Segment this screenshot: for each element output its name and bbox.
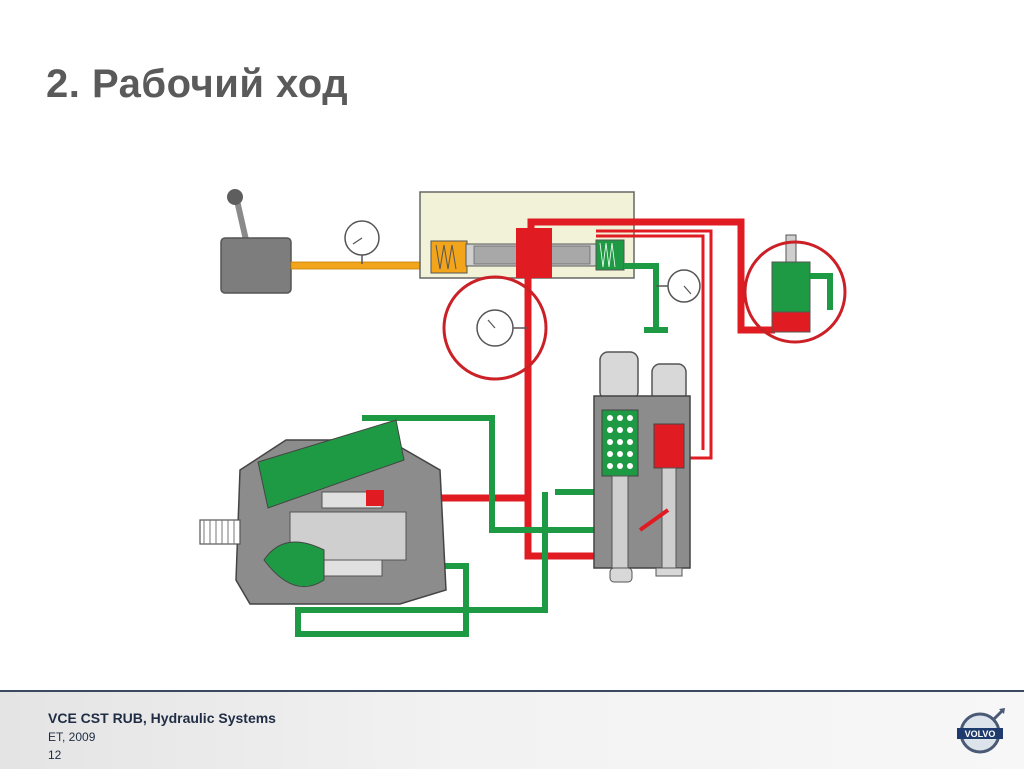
axial-piston-pump <box>199 419 447 605</box>
pump-regulator <box>593 351 691 583</box>
footer-page-number: 12 <box>48 748 62 762</box>
joystick-control <box>220 189 292 294</box>
logo-text: VOLVO <box>965 729 996 739</box>
pressure-lines-thin <box>596 229 713 460</box>
pressure-gauge-highlighted <box>442 275 548 381</box>
pressure-gauge-return <box>656 269 701 303</box>
slide-title: 2. Рабочий ход <box>46 62 349 106</box>
footer-edition: ET, 2009 <box>48 730 96 744</box>
hydraulic-cylinder <box>743 234 847 344</box>
regulator-spring <box>607 415 633 469</box>
pressure-gauge-pilot <box>344 220 380 264</box>
volvo-logo: VOLVO <box>957 708 1005 754</box>
hydraulic-diagram <box>199 189 847 637</box>
footer: VCE CST RUB, Hydraulic Systems ET, 2009 … <box>0 690 1024 769</box>
footer-course-title: VCE CST RUB, Hydraulic Systems <box>48 710 276 726</box>
